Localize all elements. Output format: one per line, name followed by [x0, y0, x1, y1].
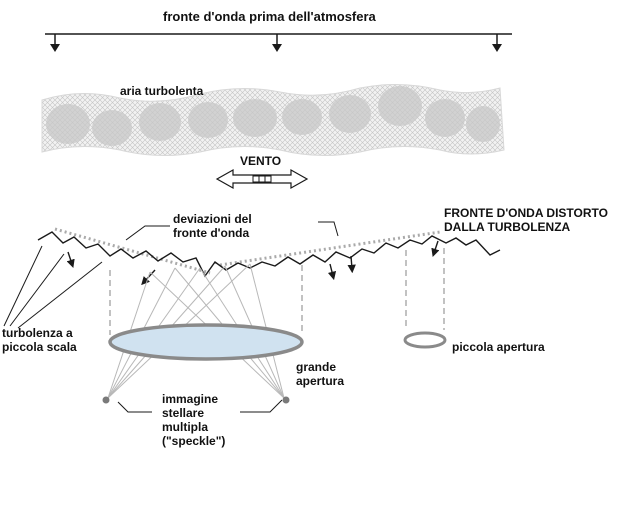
wavefront-arrow-right — [492, 34, 502, 52]
distortion-arrow-2 — [141, 269, 156, 286]
distortion-arrow-4 — [347, 255, 356, 274]
large-aperture-mirror — [108, 323, 304, 361]
distortion-arrow-1 — [66, 251, 75, 268]
distortion-arrow-5 — [431, 240, 440, 257]
ideal-wavefront-dotted — [54, 227, 441, 275]
distortion-arrows — [66, 240, 440, 286]
turbulence-cells — [46, 86, 500, 146]
large-aperture-label: grande apertura — [296, 360, 345, 388]
turbulent-air-band — [41, 83, 505, 157]
undisturbed-wavefront — [45, 33, 512, 52]
speckle-dot-left — [102, 396, 110, 404]
distortion-arrow-3 — [327, 263, 337, 281]
wavefront-arrow-middle — [272, 34, 282, 52]
wind-label: VENTO — [240, 154, 282, 168]
speckle-dot-right — [282, 396, 290, 404]
label-leader-lines — [3, 221, 339, 413]
small-aperture-mirror — [403, 331, 447, 349]
wind-double-arrow — [215, 168, 309, 190]
small-scale-turbulence-label: turbolenza a piccola scala — [2, 326, 77, 354]
turbulent-air-label: aria turbolenta — [120, 84, 204, 98]
speckle-image-label: immagine stellare multipla ("speckle") — [162, 392, 226, 448]
small-aperture-label: piccola apertura — [452, 340, 545, 354]
top-wavefront-label: fronte d'onda prima dell'atmosfera — [163, 9, 376, 24]
wavefront-deviations-label: deviazioni del fronte d'onda — [173, 212, 252, 240]
distorted-wavefront — [37, 231, 501, 278]
aperture-projection-lines — [109, 248, 445, 335]
wavefront-arrow-left — [50, 34, 60, 52]
distorted-wavefront-label: FRONTE D'ONDA DISTORTO DALLA TURBOLENZA — [444, 206, 608, 234]
